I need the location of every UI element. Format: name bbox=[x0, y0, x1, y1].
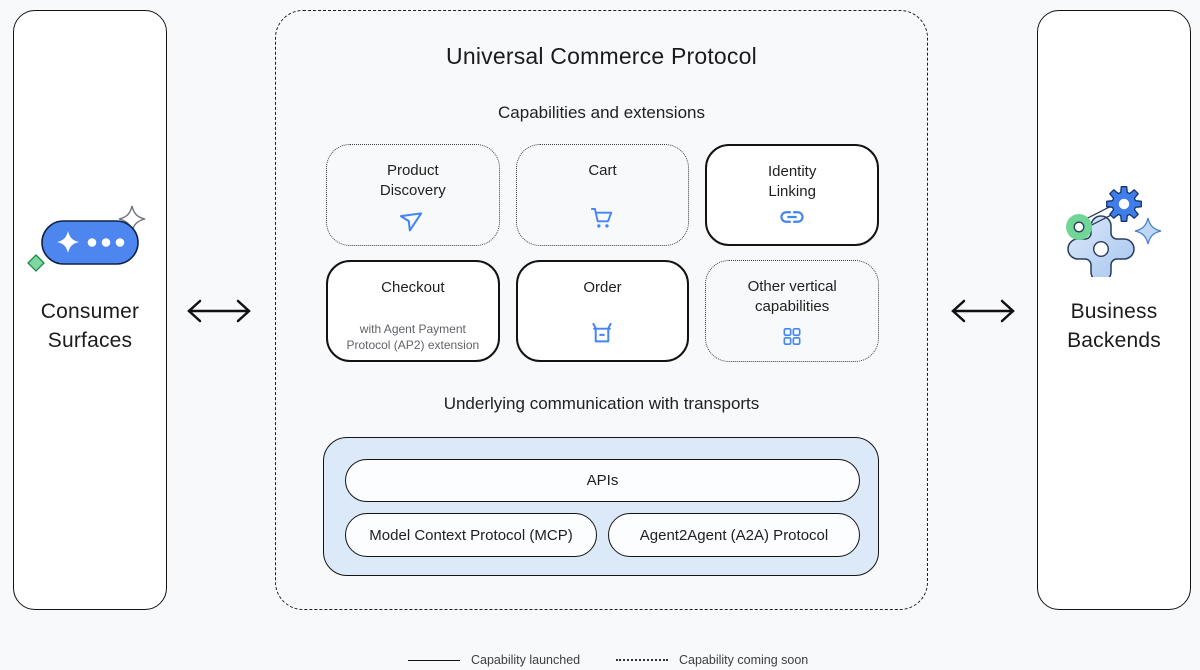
order-icon bbox=[592, 322, 613, 343]
consumer-surfaces-panel: Consumer Surfaces bbox=[13, 10, 167, 610]
business-backends-label: Business Backends bbox=[1067, 300, 1161, 352]
capability-label: Order bbox=[583, 279, 622, 296]
universal-commerce-protocol-box: Universal Commerce Protocol Capabilities… bbox=[275, 10, 928, 610]
business-backends-panel: Business Backends bbox=[1037, 10, 1191, 610]
legend-capability-launched: Capability launched bbox=[408, 652, 580, 668]
protocol-title: Universal Commerce Protocol bbox=[446, 43, 757, 69]
cart-icon bbox=[591, 207, 613, 228]
sparkle-icon bbox=[1134, 217, 1162, 245]
capabilities-heading: Capabilities and extensions bbox=[498, 103, 705, 122]
left-double-arrow-icon bbox=[187, 299, 251, 323]
capability-label: Other vertical capabilities bbox=[747, 278, 837, 315]
grid-icon bbox=[783, 328, 801, 345]
transports-heading: Underlying communication with transports bbox=[443, 394, 760, 413]
dotted-line-sample bbox=[616, 659, 668, 661]
solid-line-sample bbox=[408, 659, 460, 661]
capabilities-grid: Product Discovery Cart bbox=[326, 144, 879, 362]
capability-label: Cart bbox=[588, 162, 617, 179]
capability-card-product-discovery: Product Discovery bbox=[326, 144, 500, 246]
transport-a2a: Agent2Agent (A2A) Protocol bbox=[608, 513, 860, 557]
link-icon bbox=[780, 211, 804, 223]
capability-card-other-vertical: Other vertical capabilities bbox=[705, 260, 879, 362]
consumer-surfaces-label: Consumer Surfaces bbox=[40, 300, 140, 352]
capability-card-cart: Cart bbox=[515, 144, 690, 246]
right-double-arrow-icon bbox=[951, 299, 1015, 323]
green-node-icon bbox=[1066, 214, 1092, 240]
consumer-surfaces-icon bbox=[27, 205, 146, 272]
send-icon bbox=[399, 212, 422, 232]
legend-capability-coming-soon: Capability coming soon bbox=[616, 652, 808, 668]
capability-card-order: Order bbox=[515, 260, 690, 362]
transport-container: APIs Model Context Protocol (MCP) Agent2… bbox=[323, 437, 879, 576]
hub-icon bbox=[1067, 215, 1135, 277]
diamond-icon bbox=[27, 254, 45, 272]
transport-mcp: Model Context Protocol (MCP) bbox=[345, 513, 597, 557]
gear-icon bbox=[1106, 186, 1142, 222]
chat-pill-icon bbox=[41, 220, 139, 265]
capability-label: Identity Linking bbox=[767, 163, 817, 200]
capability-label: Checkout bbox=[381, 279, 445, 296]
transport-apis: APIs bbox=[345, 459, 860, 502]
business-backends-icon bbox=[1066, 186, 1162, 277]
capability-card-identity-linking: Identity Linking bbox=[705, 144, 879, 246]
capability-label: Product Discovery bbox=[379, 162, 446, 199]
capability-card-checkout: Checkout with Agent Payment Protocol (AP… bbox=[326, 260, 500, 362]
checkout-extension-note: with Agent Payment Protocol (AP2) extens… bbox=[346, 321, 480, 352]
